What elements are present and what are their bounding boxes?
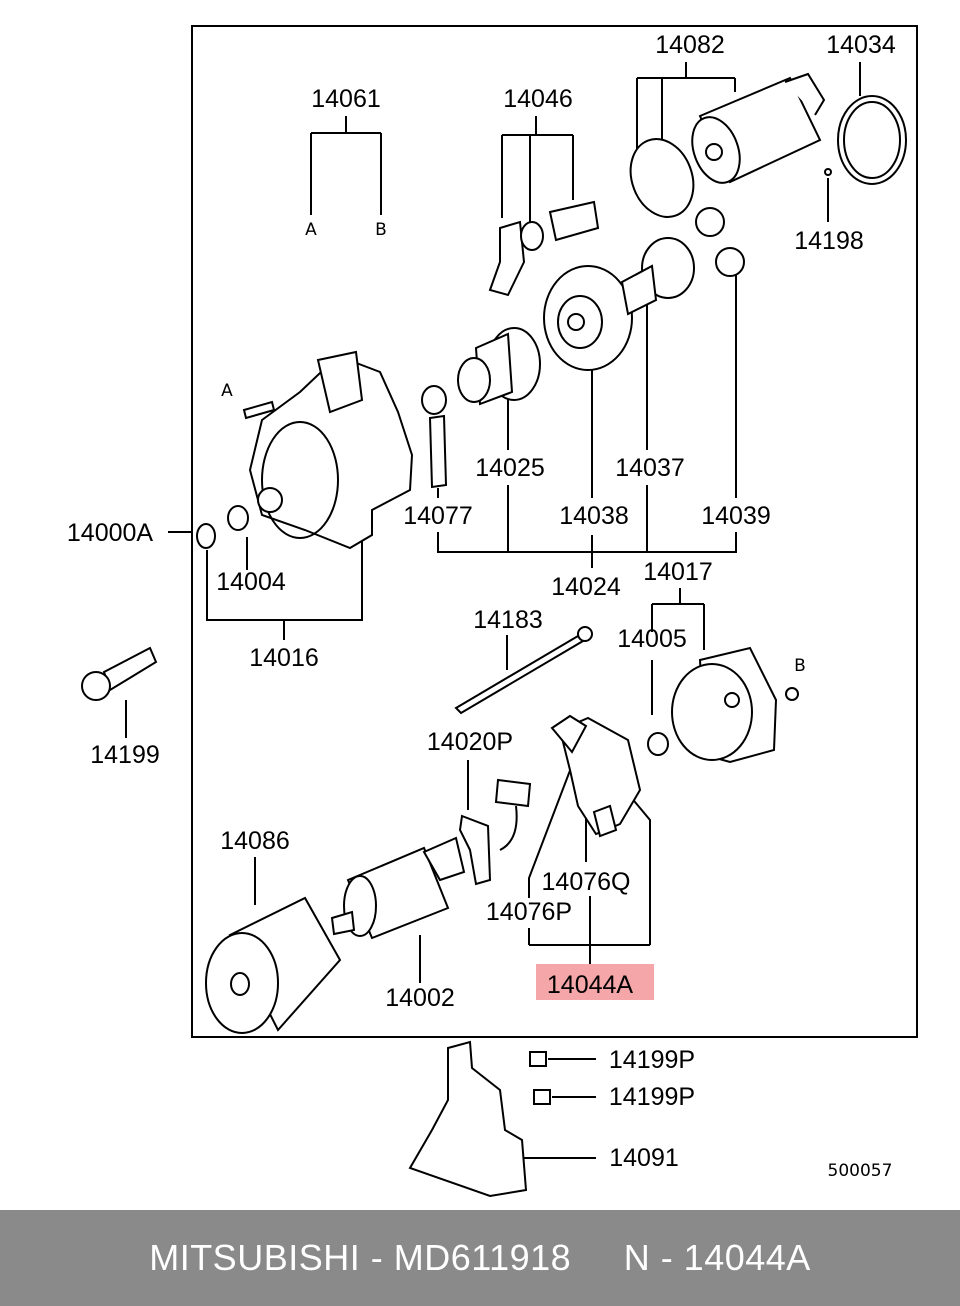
- label-14199[interactable]: 14199: [90, 741, 160, 769]
- shaft-drawing: [620, 237, 695, 316]
- label-point-a-2: A: [221, 381, 233, 401]
- rear-bushing-drawing: [647, 732, 669, 756]
- lever-drawing: [488, 200, 600, 297]
- label-14024[interactable]: 14024: [551, 573, 621, 601]
- label-14199P-2[interactable]: 14199P: [609, 1083, 695, 1111]
- label-14039[interactable]: 14039: [701, 502, 771, 530]
- solenoid-drawing: [691, 72, 826, 184]
- band-drawing: [837, 95, 907, 185]
- footer-separator: -: [360, 1237, 394, 1278]
- label-14076P[interactable]: 14076P: [486, 898, 572, 926]
- armature-drawing: [330, 836, 466, 940]
- label-14076Q[interactable]: 14076Q: [542, 868, 631, 896]
- brush-lead-drawing: [458, 778, 532, 886]
- stop-ring-drawing: [421, 385, 448, 489]
- gear-housing-drawing: [543, 265, 633, 371]
- mounting-bolt-drawing: [81, 646, 158, 701]
- label-14044A[interactable]: 14044A: [547, 971, 634, 999]
- label-14198[interactable]: 14198: [794, 227, 864, 255]
- label-14025[interactable]: 14025: [475, 454, 545, 482]
- label-14091[interactable]: 14091: [609, 1144, 679, 1172]
- front-bracket-drawing: [248, 350, 414, 550]
- label-14020P[interactable]: 14020P: [427, 728, 513, 756]
- label-14017[interactable]: 14017: [643, 558, 713, 586]
- screw-2-drawing: [533, 1089, 551, 1105]
- label-14082[interactable]: 14082: [655, 31, 725, 59]
- part-labels: 14061 14046 14082 14034 14198 A B A B 14…: [67, 31, 896, 1181]
- planet-gear-1-drawing: [695, 207, 725, 237]
- parts-diagram: 14061 14046 14082 14034 14198 A B A B 14…: [67, 25, 918, 1198]
- label-14005[interactable]: 14005: [617, 625, 687, 653]
- label-point-b-1: B: [375, 220, 387, 240]
- oring-drawing: [196, 523, 216, 549]
- gasket-drawing: [629, 138, 695, 218]
- label-14000A[interactable]: 14000A: [67, 519, 154, 547]
- screw-1-drawing: [529, 1051, 547, 1067]
- small-screw-drawing: [824, 168, 832, 176]
- rear-bracket-drawing: [671, 646, 778, 764]
- label-point-a-1: A: [305, 220, 317, 240]
- label-point-b-2: B: [794, 656, 806, 676]
- reference-code: 500057: [828, 1161, 893, 1181]
- footer-bar: MITSUBISHI - MD611918 N - 14044A: [0, 1210, 960, 1306]
- highlight-14044A: [536, 964, 654, 1000]
- shield-drawing: [408, 1040, 528, 1198]
- label-14086[interactable]: 14086: [220, 827, 290, 855]
- footer-position: N - 14044A: [623, 1237, 811, 1278]
- label-14038[interactable]: 14038: [559, 502, 629, 530]
- footer-part-number: MD611918: [393, 1237, 572, 1278]
- footer-brand: MITSUBISHI: [149, 1237, 361, 1278]
- leader-lines: [125, 62, 861, 1159]
- label-14183[interactable]: 14183: [473, 606, 543, 634]
- brush-holder-drawing: [550, 714, 642, 838]
- through-bolt-drawing: [454, 626, 593, 715]
- planet-gear-2-drawing: [715, 247, 745, 277]
- label-14037[interactable]: 14037: [615, 454, 685, 482]
- label-14199P-1[interactable]: 14199P: [609, 1046, 695, 1074]
- bolt-a-drawing: [242, 400, 276, 420]
- label-14016[interactable]: 14016: [249, 644, 319, 672]
- label-14002[interactable]: 14002: [385, 984, 455, 1012]
- label-14004[interactable]: 14004: [216, 568, 286, 596]
- clutch-drawing: [457, 327, 541, 406]
- label-14061[interactable]: 14061: [311, 85, 381, 113]
- label-14034[interactable]: 14034: [826, 31, 896, 59]
- bushing-drawing: [227, 505, 249, 531]
- component-drawings: [81, 72, 907, 1198]
- label-14046[interactable]: 14046: [503, 85, 573, 113]
- screw-b-drawing: [785, 687, 799, 701]
- footer-gap: [571, 1237, 624, 1279]
- yoke-drawing: [205, 896, 342, 1034]
- label-14077[interactable]: 14077: [403, 502, 473, 530]
